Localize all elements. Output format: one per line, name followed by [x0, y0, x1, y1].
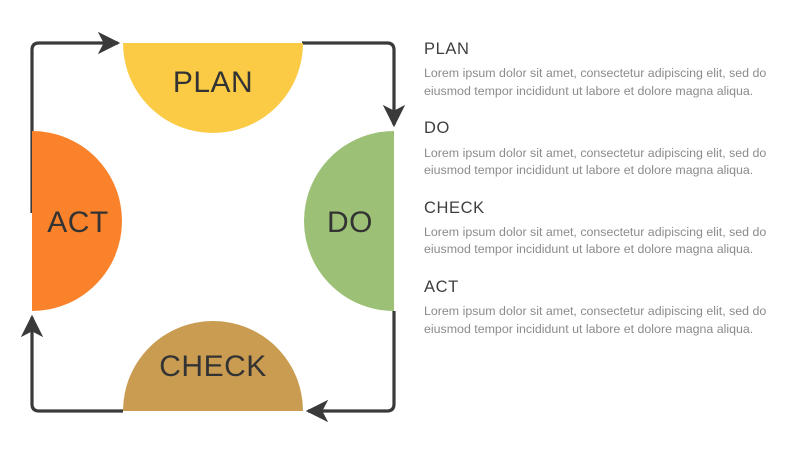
description-section-check: CHECK Lorem ipsum dolor sit amet, consec…: [424, 199, 786, 259]
connector-do-to-check: [305, 311, 396, 423]
node-shape-act[interactable]: [32, 131, 122, 311]
connector-plan-to-do: [302, 41, 406, 128]
description-section-act: ACT Lorem ipsum dolor sit amet, consecte…: [424, 278, 786, 338]
section-body-do: Lorem ipsum dolor sit amet, consectetur …: [424, 145, 767, 178]
connector-act-to-plan: [30, 31, 121, 213]
description-section-plan: PLAN Lorem ipsum dolor sit amet, consect…: [424, 40, 786, 100]
node-shape-do[interactable]: [304, 131, 394, 311]
cycle-diagram-canvas: [20, 31, 406, 423]
section-heading-check: CHECK: [424, 198, 485, 217]
connector-check-to-act: [20, 314, 123, 413]
section-body-check: Lorem ipsum dolor sit amet, consectetur …: [424, 224, 767, 257]
section-body-act: Lorem ipsum dolor sit amet, consectetur …: [424, 304, 767, 336]
pdca-cycle-diagram: PLAN DO CHECK ACT: [20, 31, 406, 423]
description-panel: PLAN Lorem ipsum dolor sit amet, consect…: [424, 40, 786, 338]
description-section-do: DO Lorem ipsum dolor sit amet, consectet…: [424, 119, 786, 179]
section-heading-do: DO: [424, 119, 450, 138]
section-body-plan: Lorem ipsum dolor sit amet, consectetur …: [424, 66, 767, 98]
section-heading-plan: PLAN: [424, 40, 470, 58]
node-shape-check[interactable]: [123, 321, 303, 411]
node-shape-plan[interactable]: [123, 43, 303, 133]
section-heading-act: ACT: [424, 278, 459, 297]
